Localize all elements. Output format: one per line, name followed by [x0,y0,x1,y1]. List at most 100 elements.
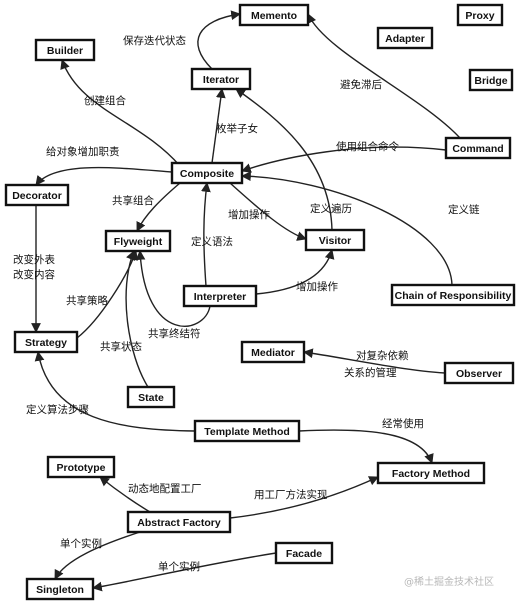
node-label-adapter: Adapter [385,33,425,45]
edge-composite-decorator [35,166,173,186]
edge-label-composite-builder: 创建组合 [84,94,126,107]
edge-label-facade-singleton: 单个实例 [158,560,200,573]
edge-command-memento [307,13,461,139]
node-visitor: Visitor [304,228,366,252]
edge-interpreter-visitor [255,249,335,295]
node-facade: Facade [274,541,334,565]
edge-chain-composite [241,171,453,286]
node-box-state [126,385,176,409]
edge-label-composite-flyweight: 共享组合 [112,194,154,207]
node-adapter: Adapter [376,26,434,50]
node-label-prototype: Prototype [56,462,105,474]
edge-template-strategy [34,351,196,432]
node-box-strategy [13,330,79,354]
edge-label-strategy-flyweight: 共享策略 [66,294,108,307]
node-iterator: Iterator [190,67,252,91]
edge-iterator-memento [197,10,241,70]
node-label-iterator: Iterator [203,74,239,86]
edge-label-interpreter-flyweight: 共享终结符 [148,327,201,340]
node-label-factory_method: Factory Method [392,468,470,480]
node-bridge: Bridge [468,68,514,92]
edge-label-state-flyweight: 共享状态 [100,340,142,353]
edge-labels-layer: 保存迭代状态创建组合枚举子女避免滞后使用组合命令给对象增加职责共享组合增加操作定… [13,34,480,573]
node-label-strategy: Strategy [25,337,67,349]
node-box-singleton [25,577,95,601]
edge-interpreter-flyweight [135,250,211,327]
edge-label-abstract-factory-method: 用工厂方法实现 [254,488,328,501]
edge-composite-builder [60,59,181,167]
node-box-observer [443,361,515,385]
edge-interpreter-composite [201,182,211,287]
node-label-visitor: Visitor [319,235,351,247]
node-box-command [444,136,512,160]
node-interpreter: Interpreter [182,284,258,308]
node-proxy: Proxy [456,3,504,27]
node-builder: Builder [34,38,96,62]
node-label-decorator: Decorator [12,190,62,202]
node-label-memento: Memento [251,10,297,22]
node-command: Command [444,136,512,160]
node-box-composite [170,161,244,185]
node-label-interpreter: Interpreter [194,291,247,303]
node-flyweight: Flyweight [104,229,172,253]
node-box-interpreter [182,284,258,308]
node-state: State [126,385,176,409]
node-label-template: Template Method [204,426,290,438]
edge-template-factory [298,429,434,464]
edge-abstract-prototype [99,476,151,513]
node-box-prototype [46,455,116,479]
node-decorator: Decorator [4,183,70,207]
node-mediator: Mediator [240,340,306,364]
node-box-memento [238,3,310,27]
node-box-decorator [4,183,70,207]
node-label-singleton: Singleton [36,584,84,596]
edge-label-abstract-singleton: 单个实例 [60,537,102,550]
node-strategy: Strategy [13,330,79,354]
node-box-abstract_factory [126,510,232,534]
node-label-chain: Chain of Responsibility [395,290,512,302]
watermark-text: @稀土掘金技术社区 [404,575,494,588]
node-label-flyweight: Flyweight [114,236,163,248]
node-label-state: State [138,392,164,404]
node-label-bridge: Bridge [474,75,507,87]
node-label-composite: Composite [180,168,234,180]
node-label-observer: Observer [456,368,502,380]
node-box-iterator [190,67,252,91]
node-abstract_factory: Abstract Factory [126,510,232,534]
edge-label-interpreter-composite: 定义语法 [191,235,233,248]
edge-label-interpreter-visitor: 增加操作 [296,280,338,293]
edge-composite-flyweight [136,182,181,232]
edge-composite-iterator [211,88,226,164]
edge-observer-mediator [303,348,446,374]
node-singleton: Singleton [25,577,95,601]
edge-label-template-strategy: 定义算法步骤 [26,403,89,416]
node-box-adapter [376,26,434,50]
edge-visitor-iterator [235,88,333,231]
edge-label-composite-visitor: 增加操作 [228,208,270,221]
edge-command-composite [241,146,447,173]
node-box-bridge [468,68,514,92]
node-prototype: Prototype [46,455,116,479]
edge-label-chain-composite: 定义链 [448,203,480,216]
node-label-mediator: Mediator [251,347,295,359]
edge-label-visitor-iterator: 定义遍历 [310,202,352,215]
node-chain: Chain of Responsibility [390,283,516,307]
node-template: Template Method [193,419,301,443]
edge-abstract-factory-method [229,476,379,519]
edge-abstract-singleton [54,531,141,580]
edge-label-composite-iterator: 枚举子女 [216,122,258,135]
node-label-abstract_factory: Abstract Factory [137,517,221,529]
node-box-chain [390,283,516,307]
node-box-factory_method [376,461,486,485]
node-label-builder: Builder [47,45,83,57]
edge-label-iterator-memento: 保存迭代状态 [123,34,186,47]
edge-label-abstract-prototype: 动态地配置工厂 [128,482,202,495]
node-box-mediator [240,340,306,364]
edge-label-observer-mediator: 对复杂依赖关系的管理 [344,349,409,379]
edges-layer [31,10,461,592]
node-box-proxy [456,3,504,27]
node-observer: Observer [443,361,515,385]
edge-label-command-composite: 使用组合命令 [336,140,399,153]
